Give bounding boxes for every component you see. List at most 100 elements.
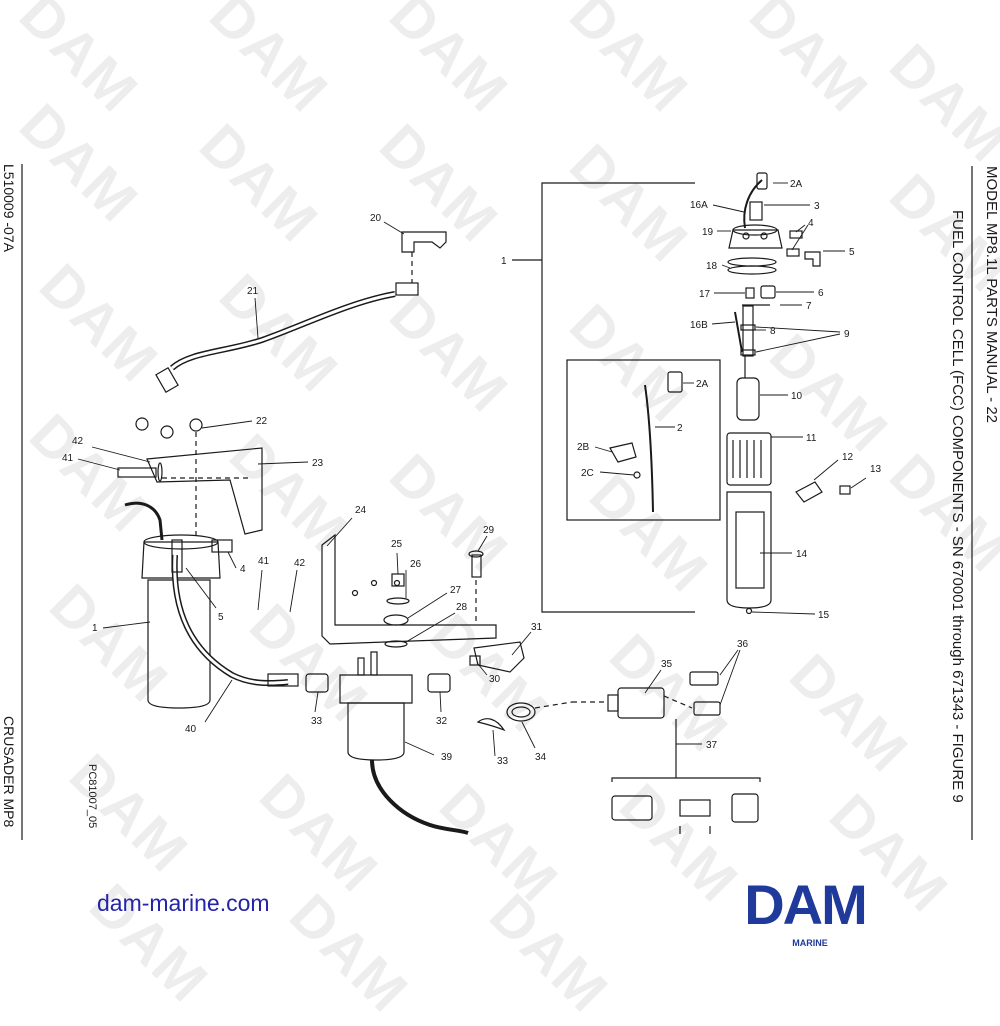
- fitting-32: [427, 673, 451, 693]
- leader: [91, 446, 151, 463]
- washer-26: [386, 597, 410, 605]
- plug-13: [839, 485, 851, 495]
- callout-41b: 41: [258, 556, 270, 567]
- leader: [102, 621, 151, 629]
- drain-15: [745, 607, 753, 615]
- callout-18: 18: [706, 261, 718, 272]
- fitting-35-nut: [607, 694, 619, 712]
- callout-2c: 2C: [581, 468, 594, 479]
- inset-wiring-parts: [609, 371, 683, 513]
- clip-33: [476, 718, 506, 732]
- screw-2c: [633, 471, 641, 479]
- callout-24: 24: [355, 505, 367, 516]
- callout-42: 42: [72, 436, 84, 447]
- inset-box-wiring: [566, 359, 721, 521]
- leader: [477, 663, 488, 676]
- cap-19-port: [742, 232, 750, 240]
- bracket-31: [473, 641, 525, 673]
- fitting-4-housing: [211, 539, 233, 553]
- leader: [850, 477, 867, 489]
- callout-41: 41: [62, 453, 74, 464]
- fitting-3: [749, 201, 763, 221]
- leader: [719, 649, 739, 676]
- callout-39: 39: [441, 752, 453, 763]
- callout-23: 23: [312, 458, 324, 469]
- elbow-5-housing: [171, 539, 183, 573]
- callout-4: 4: [808, 218, 814, 229]
- washer-28: [384, 640, 408, 648]
- fuel-hose-40: [171, 554, 289, 687]
- callout-33: 33: [311, 716, 323, 727]
- bracket-23: [146, 447, 263, 535]
- leader: [201, 420, 253, 429]
- nut-25: [391, 573, 405, 587]
- hose-40-fitting: [267, 673, 299, 687]
- callout-13: 13: [870, 464, 882, 475]
- barb-36b: [693, 701, 721, 716]
- callout-4b: 4: [240, 564, 246, 575]
- callout-1b: 1: [92, 623, 98, 634]
- callout-10: 10: [791, 391, 803, 402]
- bolt-41: [117, 467, 157, 478]
- clip-2b: [609, 442, 637, 463]
- website-link[interactable]: dam-marine.com: [97, 890, 270, 916]
- harness-2: [644, 384, 654, 513]
- dash-hose-route: [534, 701, 573, 709]
- fitting-37a: [611, 795, 653, 821]
- callout-33b: 33: [497, 756, 509, 767]
- clamp-34: [506, 702, 536, 722]
- o-ring-18b: [727, 265, 777, 275]
- fitting-12: [795, 481, 823, 503]
- filter-head-top: [143, 534, 219, 550]
- leader: [257, 461, 309, 465]
- cap-19-top: [732, 224, 778, 236]
- grommet-17: [745, 287, 755, 299]
- cap-19-port: [760, 232, 768, 240]
- filter-head: [141, 541, 221, 579]
- fitting-35: [617, 687, 665, 719]
- leader: [813, 459, 839, 481]
- hose-21-nut: [155, 367, 179, 393]
- callout-26: 26: [410, 559, 422, 570]
- leader: [227, 551, 237, 569]
- leader: [644, 669, 662, 694]
- callout-16a: 16A: [690, 200, 708, 211]
- callout-labels: 2A 16A 3 4 19 5 1 18 17 6 7 16B 8 9 2A 1…: [62, 179, 882, 767]
- leader-lines: [77, 182, 867, 757]
- fitting-33: [305, 673, 329, 693]
- leader: [314, 691, 319, 713]
- o-ring-18a: [727, 257, 777, 267]
- leader: [791, 224, 809, 251]
- leader: [795, 224, 806, 233]
- leader: [719, 649, 741, 706]
- callout-35: 35: [661, 659, 673, 670]
- clamp-34-inner: [511, 706, 531, 718]
- callout-25: 25: [391, 539, 403, 550]
- screw-22c: [189, 418, 203, 432]
- pump-head: [339, 674, 413, 704]
- leader: [711, 321, 736, 325]
- leader: [599, 471, 635, 476]
- callout-8: 8: [770, 326, 776, 337]
- pump-bracket-8: [742, 305, 754, 357]
- callout-29: 29: [483, 525, 495, 536]
- leader: [521, 721, 536, 749]
- leader: [326, 517, 353, 547]
- callout-7: 7: [806, 301, 812, 312]
- pump-terminal: [370, 651, 378, 676]
- dam-marine-logo: DAM MARINE: [744, 873, 868, 948]
- fuel-filter-assembly: [117, 231, 447, 709]
- leader: [77, 458, 121, 471]
- leader: [289, 569, 298, 613]
- leader: [407, 592, 448, 619]
- callout-42b: 42: [294, 558, 306, 569]
- callout-19: 19: [702, 227, 714, 238]
- leader: [439, 691, 442, 713]
- nut-30: [469, 655, 481, 666]
- bracket-hole: [393, 579, 401, 587]
- callout-31: 31: [531, 622, 543, 633]
- callout-32: 32: [436, 716, 448, 727]
- fuel-pump-10: [736, 377, 760, 421]
- logo-subtext: MARINE: [792, 938, 828, 948]
- leader: [254, 297, 259, 339]
